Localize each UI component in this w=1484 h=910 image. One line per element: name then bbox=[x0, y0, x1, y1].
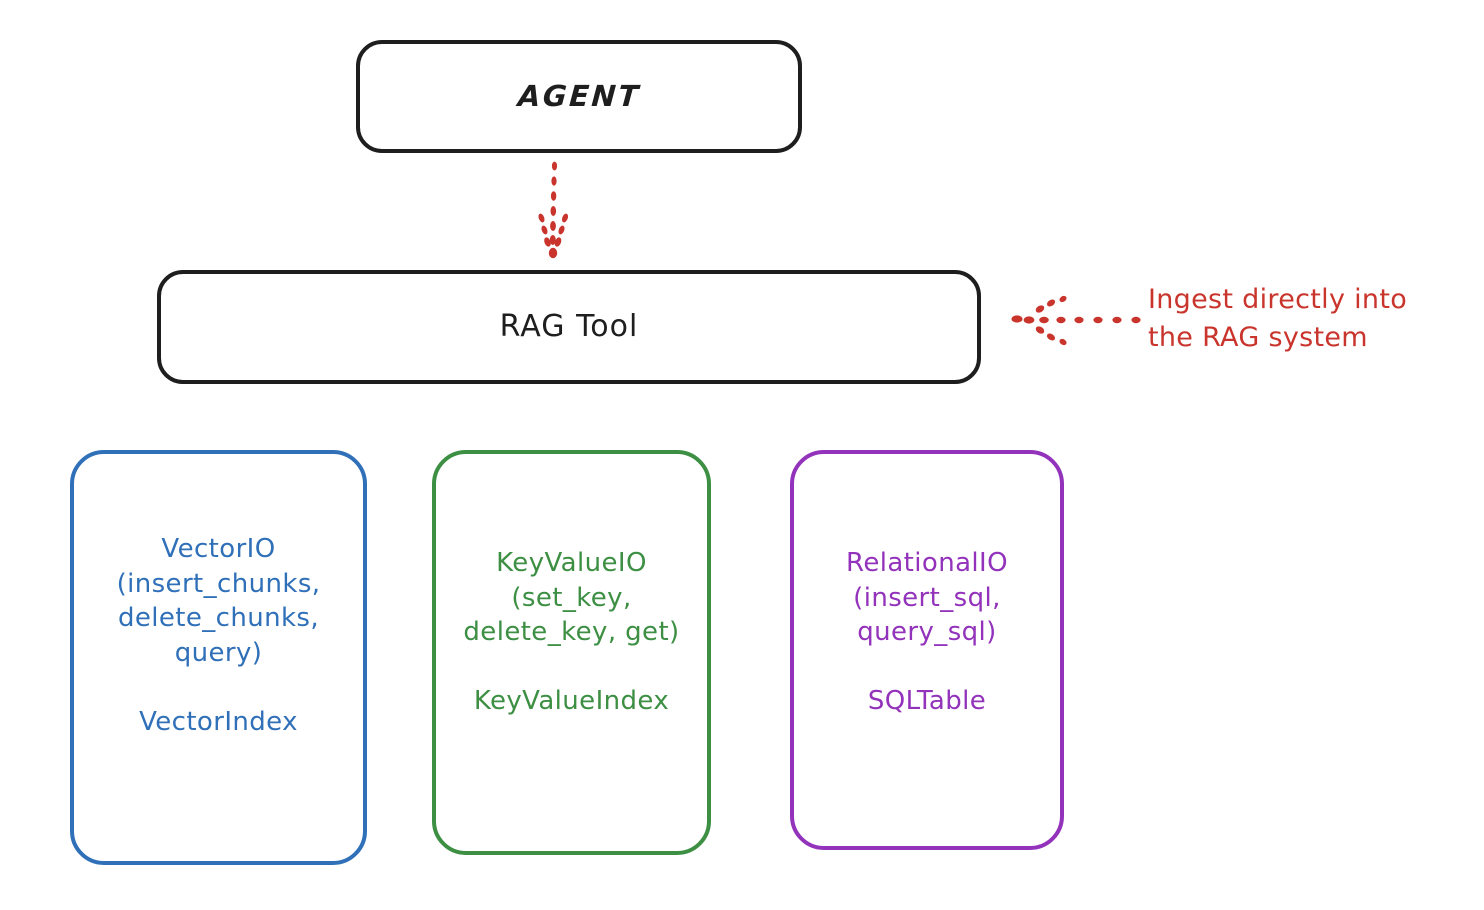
node-rag-tool[interactable]: RAG Tool bbox=[157, 270, 981, 384]
node-relational-io[interactable]: RelationalIO (insert_sql, query_sql) SQL… bbox=[790, 450, 1064, 850]
node-agent-label: AGENT bbox=[516, 78, 642, 113]
node-key-value-io[interactable]: KeyValueIO (set_key, delete_key, get) Ke… bbox=[432, 450, 711, 855]
node-relational-io-label: RelationalIO (insert_sql, query_sql) SQL… bbox=[846, 548, 1008, 717]
connector-agent-to-rag-tool-arrow-icon bbox=[538, 161, 569, 259]
node-rag-tool-label: RAG Tool bbox=[499, 308, 639, 344]
node-vector-io-label: VectorIO (insert_chunks, delete_chunks, … bbox=[116, 534, 321, 737]
node-vector-io[interactable]: VectorIO (insert_chunks, delete_chunks, … bbox=[70, 450, 367, 865]
connector-ingest-to-rag-tool-arrow-icon bbox=[1011, 295, 1141, 346]
annotation-ingest-directly: Ingest directly into the RAG system bbox=[1148, 284, 1408, 354]
node-agent[interactable]: AGENT bbox=[356, 40, 802, 153]
node-key-value-io-label: KeyValueIO (set_key, delete_key, get) Ke… bbox=[463, 548, 680, 717]
